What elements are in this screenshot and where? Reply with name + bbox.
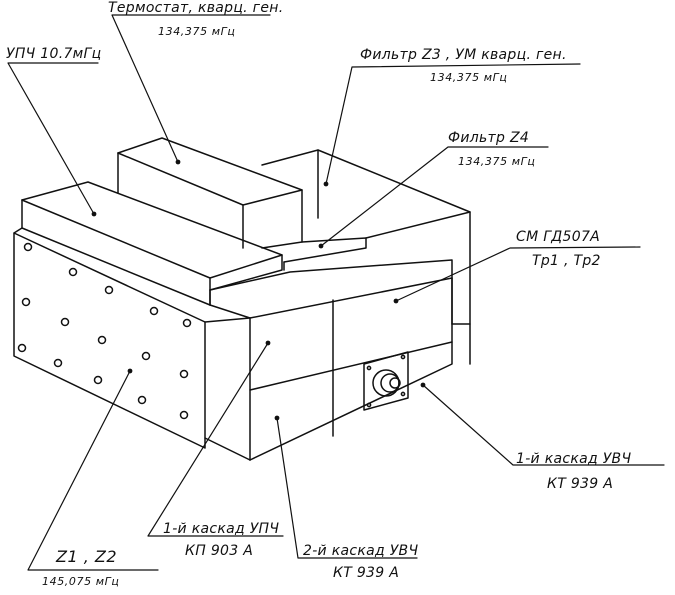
upch-board-outline (13, 181, 283, 449)
mixer-label: СМ ГД507А (516, 229, 601, 245)
rf-module-box-outline (204, 259, 453, 461)
rf-stage-1-part: КТ 939 А (547, 476, 614, 492)
filter-z4-label: Фильтр Z4 (448, 130, 530, 146)
filters-z1-z2-label: Z1 , Z2 (56, 547, 118, 566)
if-stage-1-label: 1-й каскад УПЧ (163, 521, 280, 537)
rf-stage-2-label: 2-й каскад УВЧ (303, 543, 419, 559)
rf-stage-2-part: КТ 939 А (333, 565, 400, 581)
rf-connector (363, 351, 409, 411)
mixer-transformers: Тр1 , Тр2 (532, 253, 601, 269)
filter-z4-freq: 134,375 мГц (458, 155, 536, 168)
filter-z3-freq: 134,375 мГц (430, 71, 508, 84)
leader-dots (91, 159, 426, 421)
filters-z1-z2-freq: 145,075 мГц (42, 575, 120, 588)
leader-lines (7, 14, 665, 571)
filter-z3-label: Фильтр Z3 , УМ кварц. ген. (360, 47, 567, 63)
rear-box-outline (261, 149, 471, 365)
panel-screws (17, 242, 192, 420)
thermostat-label: Термостат, кварц. ген. (108, 0, 284, 16)
rf-stage-1-label: 1-й каскад УВЧ (516, 451, 632, 467)
if-stage-1-part: КП 903 А (185, 543, 254, 559)
filter-z4-plate-outline (261, 237, 367, 271)
upch-label: УПЧ 10.7мГц (6, 46, 102, 62)
thermostat-box-outline (117, 137, 303, 249)
thermostat-freq: 134,375 мГц (158, 25, 236, 38)
